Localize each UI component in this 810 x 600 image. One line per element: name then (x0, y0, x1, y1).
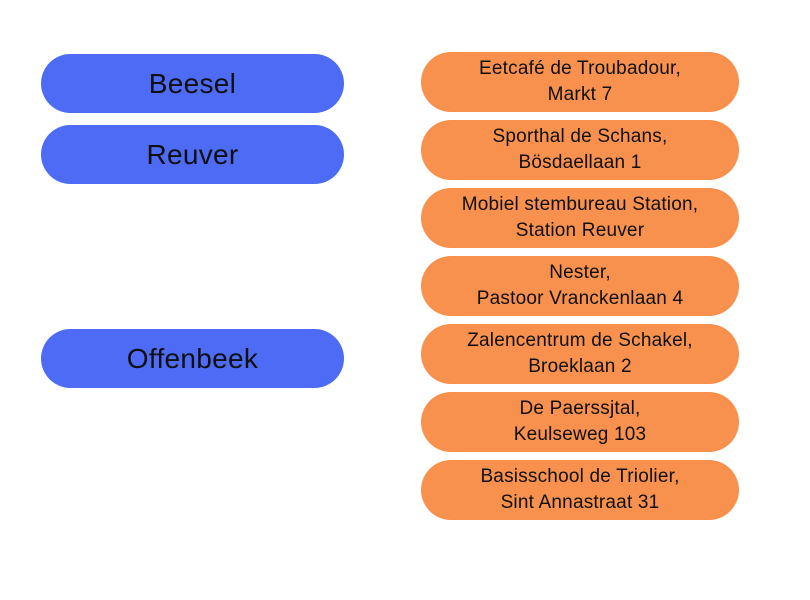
location-name: Sporthal de Schans, (492, 126, 668, 147)
location-card[interactable]: De Paerssjtal, Keulseweg 103 (421, 392, 739, 452)
location-card[interactable]: Sporthal de Schans, Bösdaellaan 1 (421, 120, 739, 180)
location-card[interactable]: Basisschool de Triolier, Sint Annastraat… (421, 460, 739, 520)
location-address: Broeklaan 2 (528, 356, 632, 377)
place-card-label: Reuver (146, 138, 239, 170)
location-name: Basisschool de Triolier, (480, 466, 680, 487)
location-name: Eetcafé de Troubadour, (479, 58, 681, 79)
location-address: Station Reuver (515, 220, 645, 241)
location-address: Sint Annastraat 31 (500, 492, 660, 513)
location-name: Zalencentrum de Schakel, (467, 330, 693, 351)
location-name: De Paerssjtal, (519, 398, 641, 419)
location-address: Bösdaellaan 1 (518, 152, 642, 173)
location-card[interactable]: Eetcafé de Troubadour, Markt 7 (421, 52, 739, 112)
location-name: Mobiel stembureau Station, (461, 194, 699, 215)
place-card-offenbeek[interactable]: Offenbeek (41, 329, 344, 388)
place-card-label: Offenbeek (126, 342, 259, 374)
place-card-reuver[interactable]: Reuver (41, 125, 344, 184)
place-card-beesel[interactable]: Beesel (41, 54, 344, 113)
location-card[interactable]: Mobiel stembureau Station, Station Reuve… (421, 188, 739, 248)
location-address: Pastoor Vranckenlaan 4 (476, 288, 684, 309)
location-name: Nester, (549, 262, 611, 283)
location-address: Keulseweg 103 (513, 424, 647, 445)
location-address: Markt 7 (547, 84, 613, 105)
location-card[interactable]: Nester, Pastoor Vranckenlaan 4 (421, 256, 739, 316)
place-card-label: Beesel (148, 67, 237, 99)
location-card[interactable]: Zalencentrum de Schakel, Broeklaan 2 (421, 324, 739, 384)
